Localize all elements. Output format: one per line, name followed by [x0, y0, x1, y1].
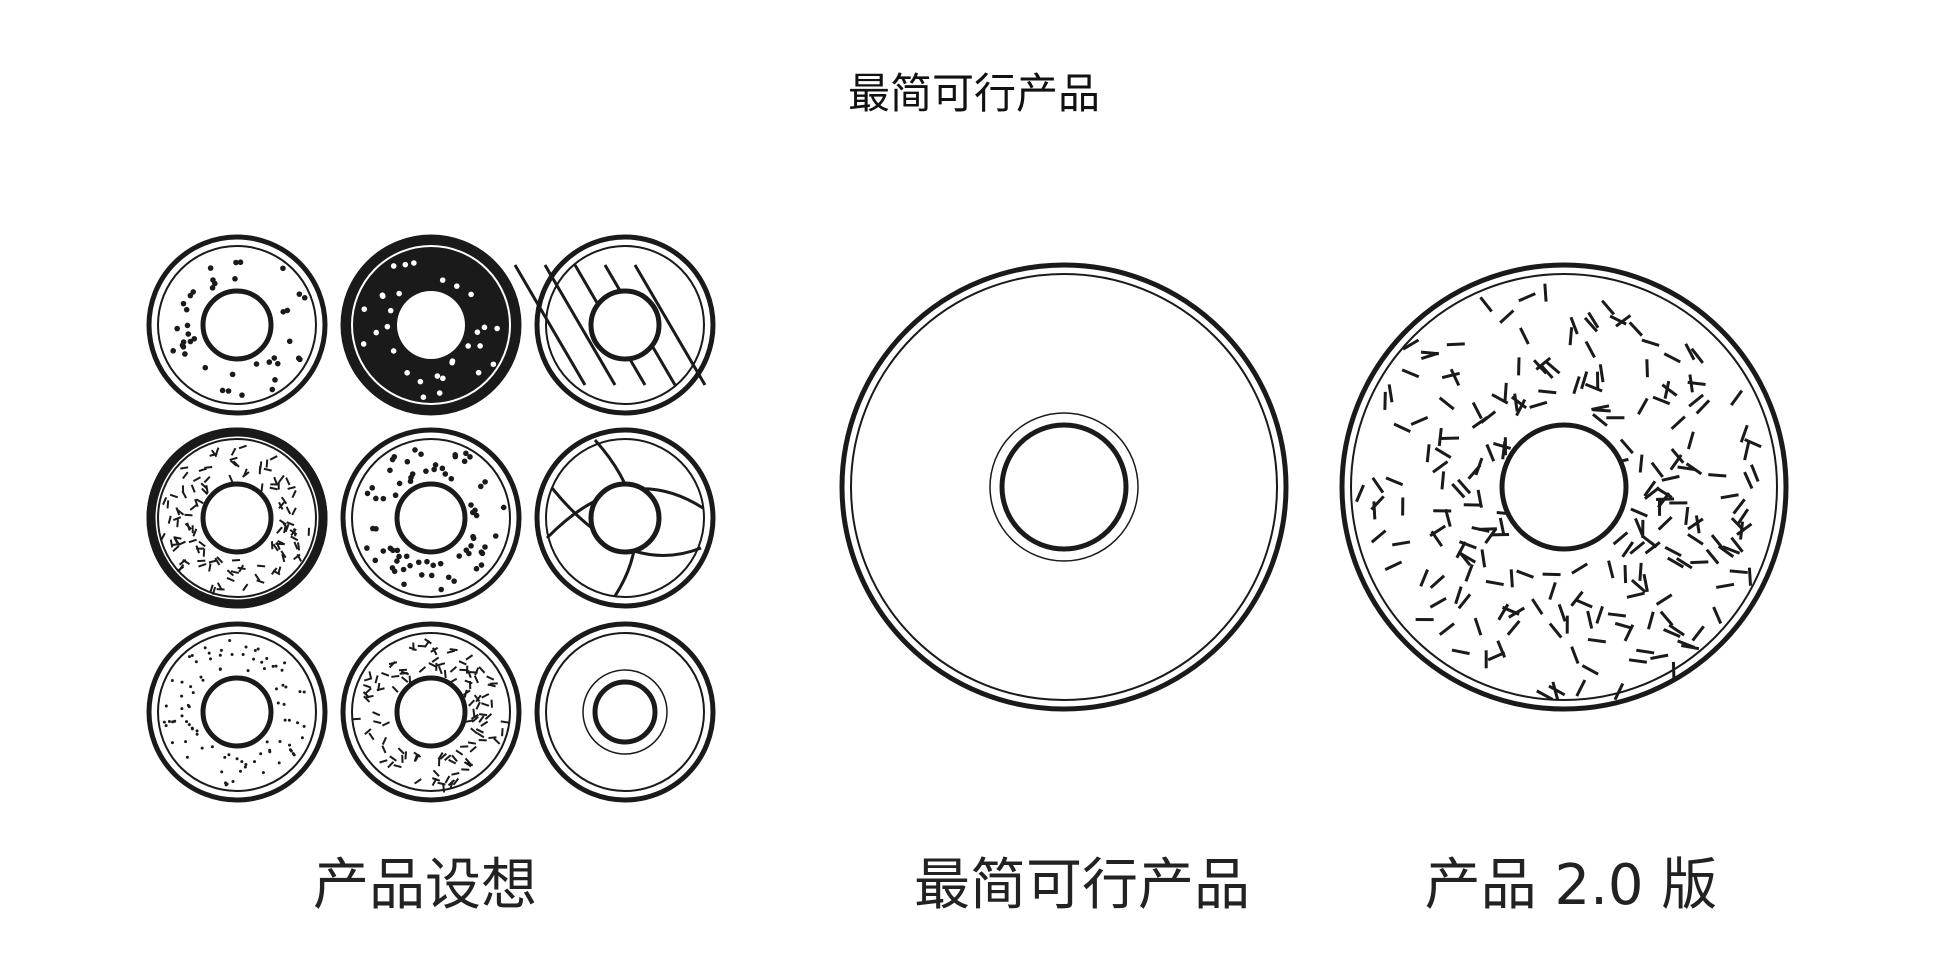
diagram-title: 最简可行产品 [847, 69, 1100, 118]
version-2-donut [1339, 262, 1789, 712]
label-product-concept: 产品设想 [313, 853, 537, 918]
concept-donut-3 [513, 234, 716, 416]
concept-donut-4 [146, 427, 328, 609]
concept-donut-2 [340, 234, 522, 416]
thick-rim [146, 427, 328, 609]
concept-donut-7 [146, 621, 328, 803]
concept-donut-6 [534, 427, 716, 609]
concept-donut-8 [340, 621, 522, 803]
concept-donut-9 [534, 621, 716, 803]
concept-donut-1 [146, 234, 328, 416]
mvp-donut [839, 262, 1289, 712]
concept-donut-5 [340, 427, 522, 609]
label-mvp: 最简可行产品 [914, 853, 1250, 918]
label-version-2: 产品 2.0 版 [1424, 853, 1718, 918]
